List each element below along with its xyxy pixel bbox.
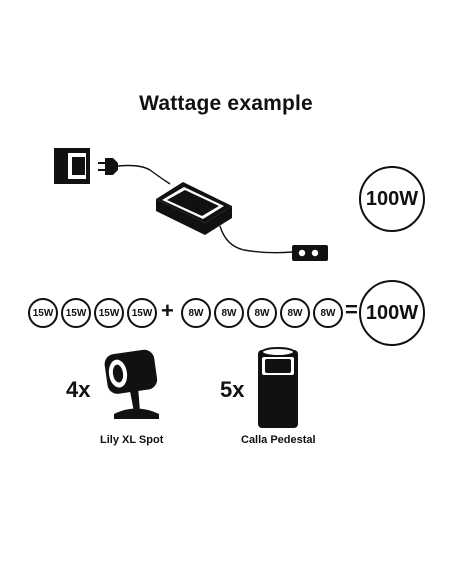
power-adapter-icon — [156, 182, 232, 235]
spot-wattage-badge: 15W — [127, 298, 157, 328]
spot-wattage-badge: 15W — [28, 298, 58, 328]
spot-quantity: 4x — [66, 377, 91, 402]
pedestal-wattage-badge: 8W — [280, 298, 310, 328]
pedestal-light-icon — [258, 347, 298, 428]
pedestal-wattage-badge: 8W — [247, 298, 277, 328]
plus-sign: + — [161, 298, 174, 323]
plug-icon — [98, 158, 118, 175]
pedestal-wattage-badge: 8W — [181, 298, 211, 328]
spotlight-icon — [104, 349, 159, 419]
equals-sign: = — [345, 297, 358, 322]
pedestal-wattage-badge: 8W — [313, 298, 343, 328]
page-title: Wattage example — [139, 92, 313, 115]
spot-wattage-badge: 15W — [61, 298, 91, 328]
total-wattage-badge: 100W — [359, 280, 425, 346]
spot-product-name: Lily XL Spot — [100, 434, 164, 446]
connector-hub-icon — [292, 245, 328, 261]
adapter-wattage-badge: 100W — [359, 166, 425, 232]
pedestal-product-name: Calla Pedestal — [241, 434, 316, 446]
spot-wattage-badge: 15W — [94, 298, 124, 328]
pedestal-quantity: 5x — [220, 377, 245, 402]
pedestal-wattage-badge: 8W — [214, 298, 244, 328]
wall-socket-icon — [54, 148, 90, 184]
